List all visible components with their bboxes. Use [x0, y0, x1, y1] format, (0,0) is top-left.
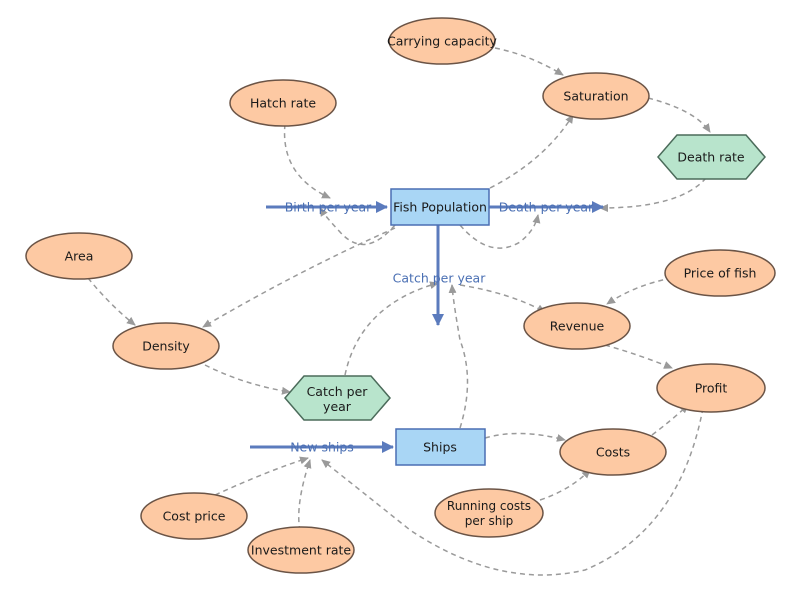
link-death-rate-death-per-year — [599, 177, 707, 212]
label-running-costs-per-ship[interactable]: Running costs per ship — [446, 499, 532, 528]
label-area[interactable]: Area — [64, 248, 94, 264]
label-ships[interactable]: Ships — [423, 439, 457, 455]
link-saturation-death-rate — [647, 97, 711, 133]
converter-catch-per-year — [284, 375, 391, 421]
label-investment-rate[interactable]: Investment rate — [250, 542, 352, 558]
aux-investment-rate — [247, 526, 355, 574]
stock-ships — [395, 428, 486, 466]
aux-profit — [656, 363, 766, 413]
link-ships-costs — [484, 432, 566, 442]
link-ships-catch-per-year — [448, 284, 469, 429]
link-running-costs-costs — [539, 469, 591, 501]
label-price-of-fish[interactable]: Price of fish — [683, 265, 757, 281]
label-catch-per-year-converter[interactable]: Catch per year — [306, 384, 368, 414]
link-profit-new-ships — [321, 407, 704, 576]
label-saturation[interactable]: Saturation — [563, 88, 629, 104]
label-death-rate[interactable]: Death rate — [677, 149, 745, 165]
aux-costs — [559, 428, 667, 476]
label-fish-population[interactable]: Fish Population — [393, 199, 487, 215]
link-fish-population-death-per-year — [459, 214, 541, 249]
link-catch-converter-catch-per-year — [344, 281, 439, 376]
label-revenue[interactable]: Revenue — [549, 318, 605, 334]
stock-fish-population — [390, 188, 490, 226]
link-price-of-fish-revenue — [606, 277, 673, 305]
link-revenue-profit — [604, 344, 673, 369]
link-investment-rate-new-ships — [298, 459, 312, 532]
aux-running-costs-per-ship — [434, 488, 544, 538]
label-new-ships[interactable]: New ships — [290, 439, 354, 455]
link-catch-per-year-revenue — [459, 284, 546, 313]
aux-cost-price — [140, 492, 248, 540]
aux-price-of-fish — [664, 249, 776, 297]
label-catch-per-year-flow[interactable]: Catch per year — [392, 270, 486, 286]
aux-saturation — [542, 72, 650, 120]
converter-death-rate — [657, 134, 766, 180]
label-hatch-rate[interactable]: Hatch rate — [249, 95, 317, 111]
label-costs[interactable]: Costs — [595, 444, 631, 460]
link-fish-population-saturation — [489, 114, 574, 189]
label-death-per-year[interactable]: Death per year — [498, 199, 594, 215]
link-costs-profit — [651, 404, 689, 436]
label-carrying-capacity[interactable]: Carrying capacity — [387, 33, 497, 49]
label-cost-price[interactable]: Cost price — [162, 508, 226, 524]
label-density[interactable]: Density — [142, 338, 190, 354]
link-density-catch-converter — [204, 364, 291, 395]
label-birth-per-year[interactable]: Birth per year — [284, 199, 372, 215]
label-profit[interactable]: Profit — [694, 380, 728, 396]
link-carrying-capacity-saturation — [494, 47, 564, 76]
aux-revenue — [523, 302, 631, 350]
link-fish-population-density — [202, 227, 396, 328]
link-area-density — [87, 277, 136, 326]
aux-area — [25, 232, 133, 280]
aux-density — [112, 322, 220, 370]
aux-carrying-capacity — [388, 17, 496, 65]
aux-hatch-rate — [229, 79, 337, 127]
link-fish-population-birth-per-year — [319, 207, 396, 246]
link-hatch-rate-birth-per-year — [283, 123, 331, 199]
link-cost-price-new-ships — [214, 456, 309, 496]
